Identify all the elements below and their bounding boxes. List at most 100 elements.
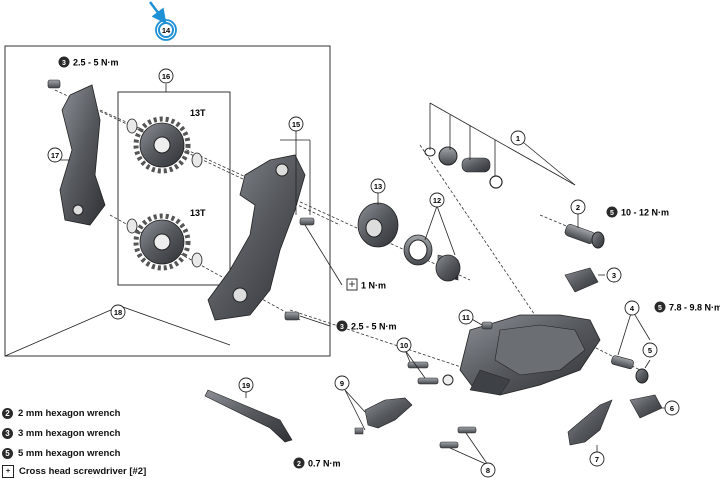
cage-bolt-bottom <box>284 311 300 321</box>
callout-1: 1 <box>510 130 526 146</box>
torque-stop-screw: 1 N·m <box>346 278 386 291</box>
callout-label: 15 <box>292 120 300 129</box>
stopper-plate <box>629 394 663 419</box>
pivot-pin <box>611 355 634 370</box>
torque-axle: 5 10 - 12 N·m <box>606 206 669 218</box>
callout-label: 8 <box>486 466 490 475</box>
outer-cage-plate <box>59 84 106 226</box>
adjustment-bolts <box>439 426 477 449</box>
callout-6: 6 <box>664 400 680 416</box>
pulley-washers <box>126 118 203 268</box>
torque-cage-bottom: 3 2.5 - 5 N·m <box>336 320 397 332</box>
legend-label: Cross head screwdriver [#2] <box>19 466 147 477</box>
protector <box>567 399 613 446</box>
callout-7: 7 <box>589 451 605 467</box>
wrench-badge <box>336 320 348 332</box>
derailleur-main-body <box>459 314 601 396</box>
torque-fixing: 5 7.8 - 9.8 N·m <box>654 301 720 313</box>
inner-cage-hole-top <box>275 163 289 177</box>
torque-plate: 2 0.7 N·m <box>293 457 341 469</box>
callout-18: 18 <box>110 304 126 320</box>
pulley-set-box <box>117 91 231 286</box>
bumper <box>481 321 493 330</box>
callout-label: 4 <box>630 304 635 313</box>
callout-label: 13 <box>374 182 382 191</box>
mounting-bolt <box>564 224 605 249</box>
callout-label: 5 <box>648 346 652 355</box>
legend-label: 3 mm hexagon wrench <box>18 428 121 439</box>
plate-screws <box>407 361 454 386</box>
cage-plate-hole <box>72 204 84 216</box>
cage-bolt-top <box>47 79 61 89</box>
callout-label: 19 <box>242 381 250 390</box>
hex-wrench-icon: 5 <box>2 448 13 459</box>
callout-16: 16 <box>158 68 174 84</box>
wrench-badge <box>606 206 618 218</box>
callout-label: 14 <box>162 26 171 35</box>
callout-label: 16 <box>162 72 170 81</box>
callout-13: 13 <box>370 178 386 194</box>
legend-label: 5 mm hexagon wrench <box>18 448 121 459</box>
callout-label: 10 <box>400 341 408 350</box>
hex-wrench-icon: 2 <box>2 408 13 419</box>
torque-value: 0.7 N·m <box>308 459 341 469</box>
tension-cover <box>357 202 399 248</box>
torque-value: 1 N·m <box>361 281 386 291</box>
callout-label: 2 <box>576 203 580 212</box>
callout-label: 3 <box>612 271 616 280</box>
inner-cage-plate <box>207 154 306 321</box>
svg-text:2: 2 <box>297 461 301 468</box>
pivot-bolt-head <box>635 368 649 384</box>
upper-pulley <box>133 116 191 174</box>
b-tension-parts <box>424 146 503 189</box>
lower-pulley <box>133 213 191 271</box>
svg-text:5: 5 <box>658 305 662 312</box>
torque-value: 2.5 - 5 N·m <box>351 322 397 332</box>
screwdriver-icon: + <box>2 465 14 478</box>
callout-label: 9 <box>340 379 344 388</box>
callout-label: 17 <box>51 151 59 160</box>
callout-5: 5 <box>642 342 658 358</box>
wrench-badge <box>293 457 305 469</box>
bushing-pair <box>403 234 461 282</box>
callout-9: 9 <box>334 375 350 391</box>
inner-cage-hole <box>232 287 248 303</box>
svg-text:5: 5 <box>610 210 614 217</box>
callout-10: 10 <box>396 337 412 353</box>
torque-value: 7.8 - 9.8 N·m <box>669 303 720 313</box>
highlight-arrow <box>149 1 167 24</box>
callout-2: 2 <box>570 199 586 215</box>
callout-label: 18 <box>114 308 122 317</box>
callout-3: 3 <box>606 267 622 283</box>
cage-assembly-box <box>4 45 331 357</box>
callout-label: 6 <box>670 404 674 413</box>
stop-screw <box>299 217 315 226</box>
lower-pulley-teeth: 13T <box>190 208 206 218</box>
leader-lines <box>4 84 668 466</box>
svg-text:3: 3 <box>62 60 66 67</box>
wrench-badge <box>654 301 666 313</box>
callout-17: 17 <box>47 147 63 163</box>
hex-wrench-icon: 3 <box>2 428 13 439</box>
callout-14: 14 <box>155 19 177 41</box>
callout-4: 4 <box>624 300 640 316</box>
callout-8: 8 <box>480 462 496 478</box>
wrench-badge <box>58 56 70 68</box>
callout-12: 12 <box>429 192 445 208</box>
legend-row: + Cross head screwdriver [#2] <box>2 465 146 478</box>
legend-row: 3 3 mm hexagon wrench <box>2 428 120 439</box>
callout-11: 11 <box>458 309 474 325</box>
legend-label: 2 mm hexagon wrench <box>18 408 121 419</box>
cover-plate <box>564 267 599 293</box>
legend-row: 5 5 mm hexagon wrench <box>2 448 120 459</box>
torque-value: 10 - 12 N·m <box>621 208 669 218</box>
cage-lock-tool <box>204 389 293 443</box>
callout-label: 12 <box>433 196 441 205</box>
upper-pulley-teeth: 13T <box>190 108 206 118</box>
svg-text:3: 3 <box>340 324 344 331</box>
callout-label: 7 <box>595 455 599 464</box>
